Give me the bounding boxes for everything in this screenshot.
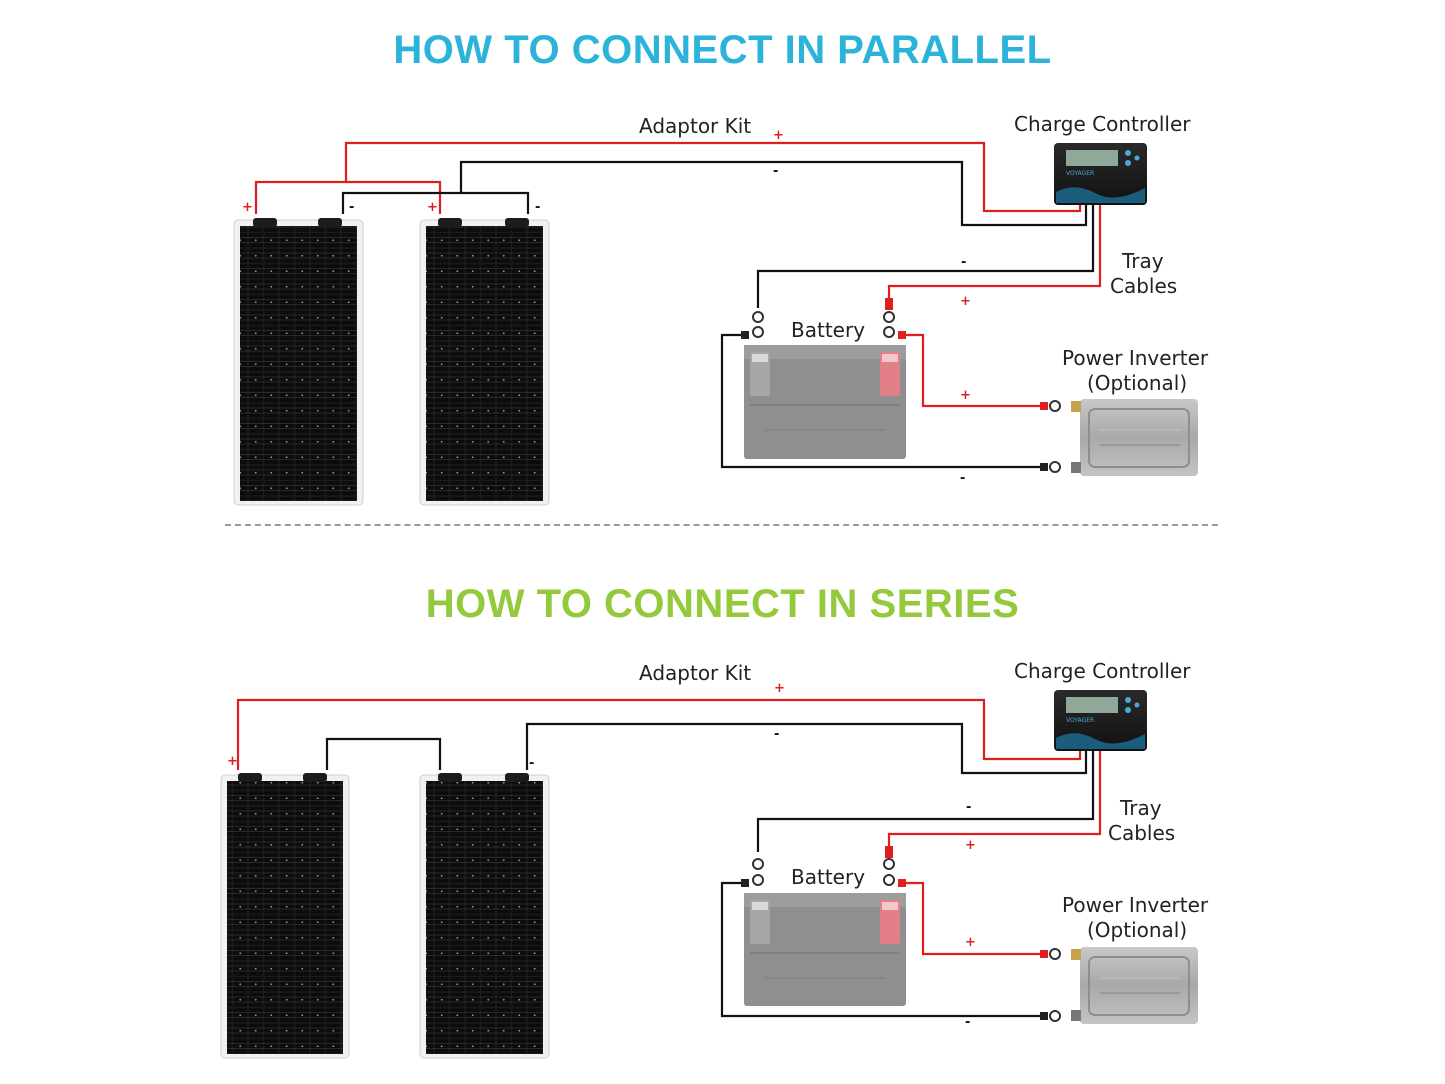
parallel-wires <box>254 141 1102 469</box>
parallel-inverter-negative-sign: - <box>960 471 966 486</box>
parallel-cables-label: Cables <box>1110 274 1178 298</box>
series-inverter-optional-label: (Optional) <box>1087 918 1188 942</box>
series-tray-negative-sign: - <box>966 800 972 815</box>
series-tray-label: Tray <box>1120 796 1162 820</box>
controller-brand: VOYAGER <box>1066 170 1094 177</box>
parallel-battery <box>741 298 906 459</box>
parallel-inverter-label: Power Inverter <box>1062 346 1209 370</box>
series-adaptor-negative-sign: - <box>774 727 780 742</box>
series-solar-panel-2 <box>419 773 550 1059</box>
series-inverter-negative-sign: - <box>965 1015 971 1030</box>
series-wires <box>236 698 1102 1018</box>
series-panel2-negative-sign: - <box>529 756 535 771</box>
series-inverter-positive-sign: + <box>965 935 976 950</box>
parallel-charge-controller: VOYAGER <box>1054 143 1147 205</box>
parallel-title: HOW TO CONNECT IN PARALLEL <box>393 28 1052 72</box>
parallel-panel2-positive-sign: + <box>427 200 438 215</box>
parallel-solar-panel-2 <box>419 218 550 506</box>
series-tray-positive-sign: + <box>965 838 976 853</box>
section-divider <box>225 524 1218 526</box>
series-adaptor-positive-sign: + <box>774 681 785 696</box>
parallel-solar-panel-1 <box>233 218 364 506</box>
series-diagram: VOYAGER <box>220 690 1198 1059</box>
parallel-adaptor-positive-sign: + <box>773 128 784 143</box>
parallel-battery-label: Battery <box>791 318 866 342</box>
parallel-panel1-negative-sign: - <box>349 200 355 215</box>
series-title: HOW TO CONNECT IN SERIES <box>425 582 1020 626</box>
parallel-adaptor-kit-label: Adaptor Kit <box>639 114 752 138</box>
parallel-adaptor-negative-sign: - <box>773 164 779 179</box>
parallel-inverter-optional-label: (Optional) <box>1087 371 1188 395</box>
series-battery-label: Battery <box>791 865 866 889</box>
parallel-panel1-positive-sign: + <box>242 200 253 215</box>
parallel-tray-label: Tray <box>1122 249 1164 273</box>
parallel-power-inverter <box>1040 399 1198 476</box>
series-power-inverter <box>1040 947 1198 1024</box>
parallel-panel2-negative-sign: - <box>535 200 541 215</box>
series-adaptor-kit-label: Adaptor Kit <box>639 661 752 685</box>
series-cables-label: Cables <box>1108 821 1176 845</box>
series-inverter-label: Power Inverter <box>1062 893 1209 917</box>
series-solar-panel-1 <box>220 773 350 1059</box>
series-panel1-positive-sign: + <box>227 754 238 769</box>
parallel-diagram: VOYAGER <box>233 141 1198 506</box>
parallel-charge-controller-label: Charge Controller <box>1014 112 1191 136</box>
series-charge-controller: VOYAGER <box>1054 690 1147 751</box>
series-charge-controller-label: Charge Controller <box>1014 659 1191 683</box>
parallel-tray-negative-sign: - <box>961 255 967 270</box>
controller-brand: VOYAGER <box>1066 717 1094 724</box>
parallel-tray-positive-sign: + <box>960 294 971 309</box>
series-battery <box>741 846 906 1006</box>
parallel-inverter-positive-sign: + <box>960 388 971 403</box>
